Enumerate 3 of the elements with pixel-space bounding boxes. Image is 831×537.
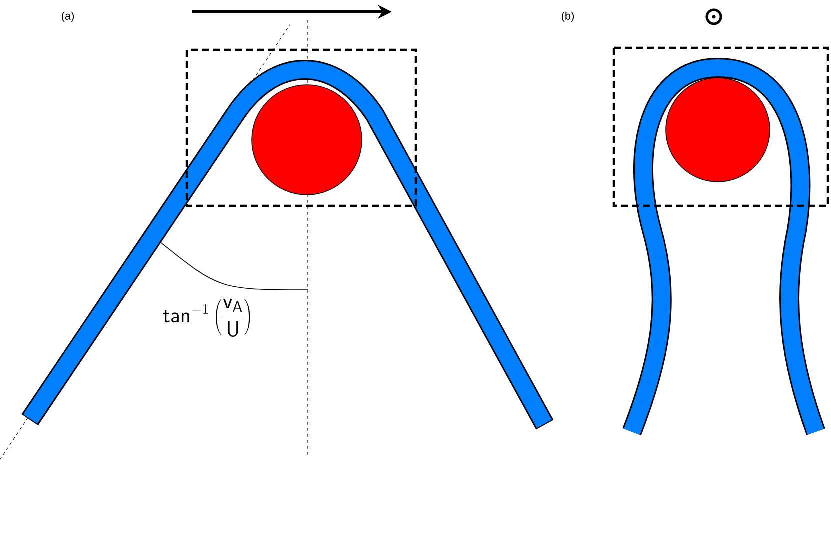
panel-label: (a) <box>62 12 74 22</box>
angle-label: $\mathsf{tan}^{-1}\left(\frac{\mathsf{v}_{\mathsf{A}}}{\mathsf{U}}\right)$ <box>163 298 250 338</box>
panel-label: (b) <box>562 12 574 22</box>
